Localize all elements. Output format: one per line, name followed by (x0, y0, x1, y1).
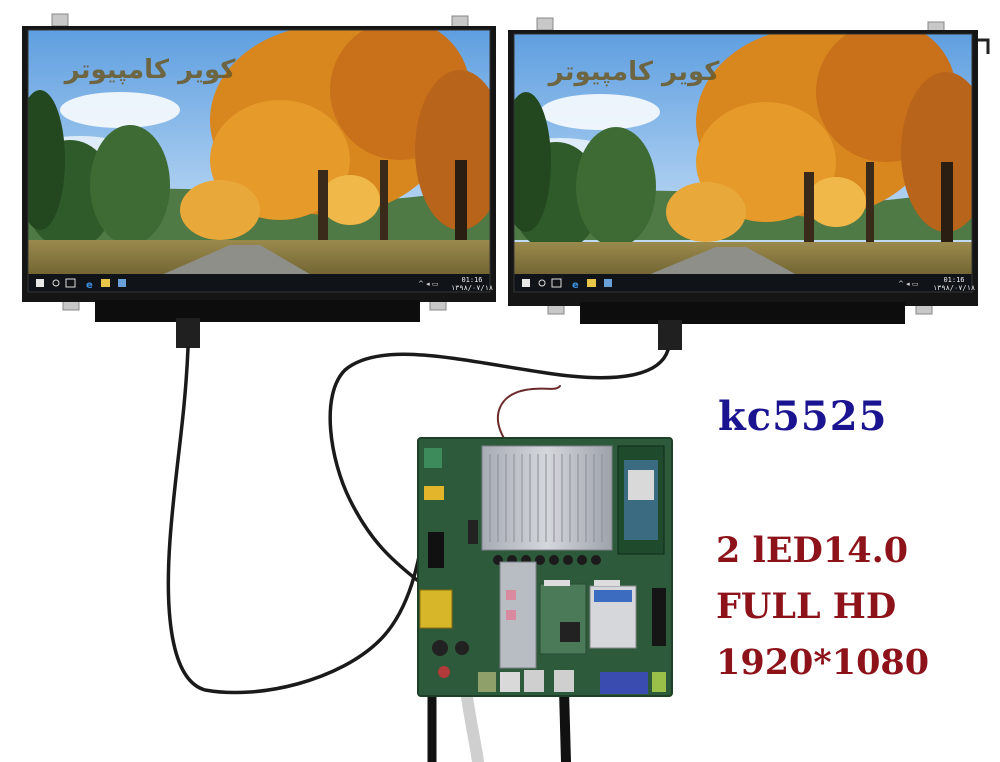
right-lcd-panel: e ^ ◂ ▭ (508, 17, 990, 350)
taskbar-date-left: ۱۳۹۸/۰۷/۱۸ (451, 284, 493, 292)
model-number-label: kc5525 (718, 393, 888, 440)
spec-line-resolution-name: FULL HD (716, 586, 897, 627)
screen-watermark-left: کویر کامپیوتر (63, 55, 237, 85)
spec-line-panels: 2 lED14.0 (716, 530, 909, 571)
svg-text:^ ◂ ▭: ^ ◂ ▭ (418, 280, 438, 288)
taskbar-clock-left: 01:16 (461, 276, 482, 284)
lvds-cables (166, 346, 670, 762)
taskbar-date-right: ۱۳۹۸/۰۷/۱۸ (933, 284, 975, 292)
left-lcd-panel: e ^ ◂ ▭ (22, 13, 496, 348)
spec-line-resolution: 1920*1080 (716, 642, 930, 683)
taskbar-clock-right: 01:16 (943, 276, 964, 284)
svg-text:e: e (572, 280, 579, 291)
svg-text:^ ◂ ▭: ^ ◂ ▭ (898, 280, 918, 288)
screen-watermark-right: کویر کامپیوتر (547, 57, 721, 87)
svg-text:e: e (86, 280, 93, 291)
mini-itx-motherboard (417, 437, 673, 697)
